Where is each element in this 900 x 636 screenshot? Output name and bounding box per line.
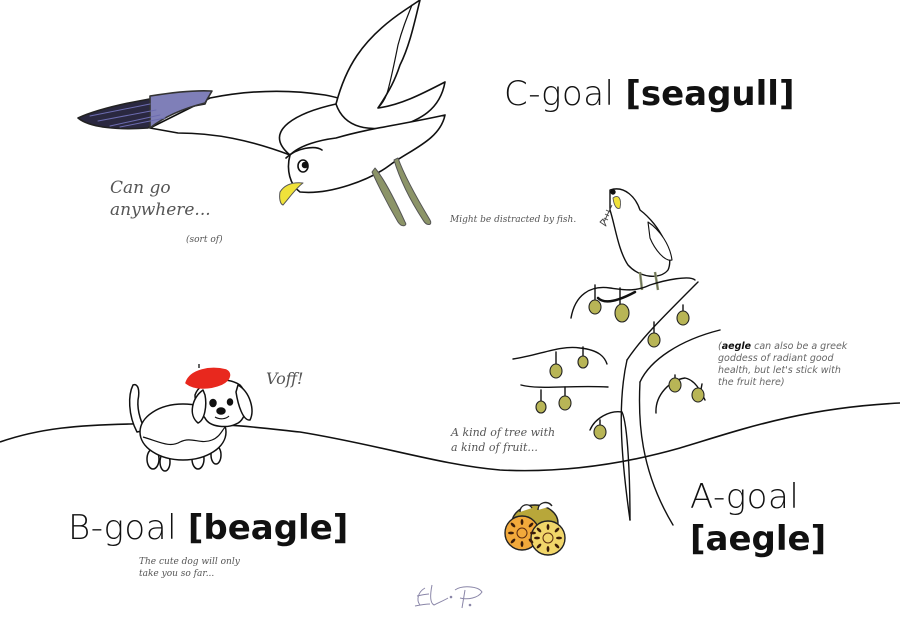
- seagull-aside: (sort of): [186, 235, 223, 245]
- b-goal-heading: B-goal [beagle]: [68, 506, 348, 550]
- c-goal-prefix: C-goal: [504, 74, 615, 114]
- fish-note: Might be distracted by fish.: [450, 215, 577, 225]
- a-goal-word: [aegle]: [690, 519, 827, 559]
- aegle-note-line3: health, but let's stick with: [718, 365, 841, 376]
- seagull-note-line1: Can go: [110, 178, 171, 198]
- a-goal-heading: A-goal [aegle]: [690, 476, 826, 560]
- aegle-note-line4: the fruit here): [718, 377, 785, 388]
- aegle-fruit-icon: [504, 501, 566, 556]
- aegle-note-line2: goddess of radiant good: [718, 353, 834, 364]
- seagull-flying-icon: [77, 0, 446, 227]
- beagle-with-beret-icon: [128, 364, 253, 472]
- tree-fruits: [535, 299, 705, 440]
- tree-note: A kind of tree with a kind of fruit...: [451, 425, 555, 455]
- seagull-perched-icon: [599, 188, 673, 291]
- aegle-tree-icon: [512, 277, 721, 526]
- c-goal-word: [seagull]: [625, 74, 795, 114]
- beagle-note-line2: take you so far...: [139, 569, 215, 579]
- tree-note-line2: a kind of fruit...: [451, 441, 538, 454]
- tree-note-line1: A kind of tree with: [451, 426, 556, 439]
- beagle-note-line1: The cute dog will only: [139, 557, 240, 567]
- b-goal-word: [beagle]: [187, 508, 349, 548]
- voff-note: Voff!: [266, 369, 304, 388]
- aegle-note-bold: aegle: [721, 341, 752, 352]
- beagle-note: The cute dog will only take you so far..…: [139, 556, 240, 580]
- seagull-note-line2: anywhere...: [110, 200, 211, 220]
- aegle-note: (aegle can also be a greek goddess of ra…: [718, 341, 848, 388]
- b-goal-prefix: B-goal: [68, 508, 178, 548]
- signature: [414, 584, 483, 609]
- aegle-note-line1: can also be a greek: [751, 341, 848, 352]
- c-goal-heading: C-goal [seagull]: [504, 72, 794, 116]
- ground-line: [0, 402, 900, 472]
- seagull-note: Can go anywhere...: [110, 177, 211, 221]
- a-goal-prefix: A-goal: [690, 477, 800, 517]
